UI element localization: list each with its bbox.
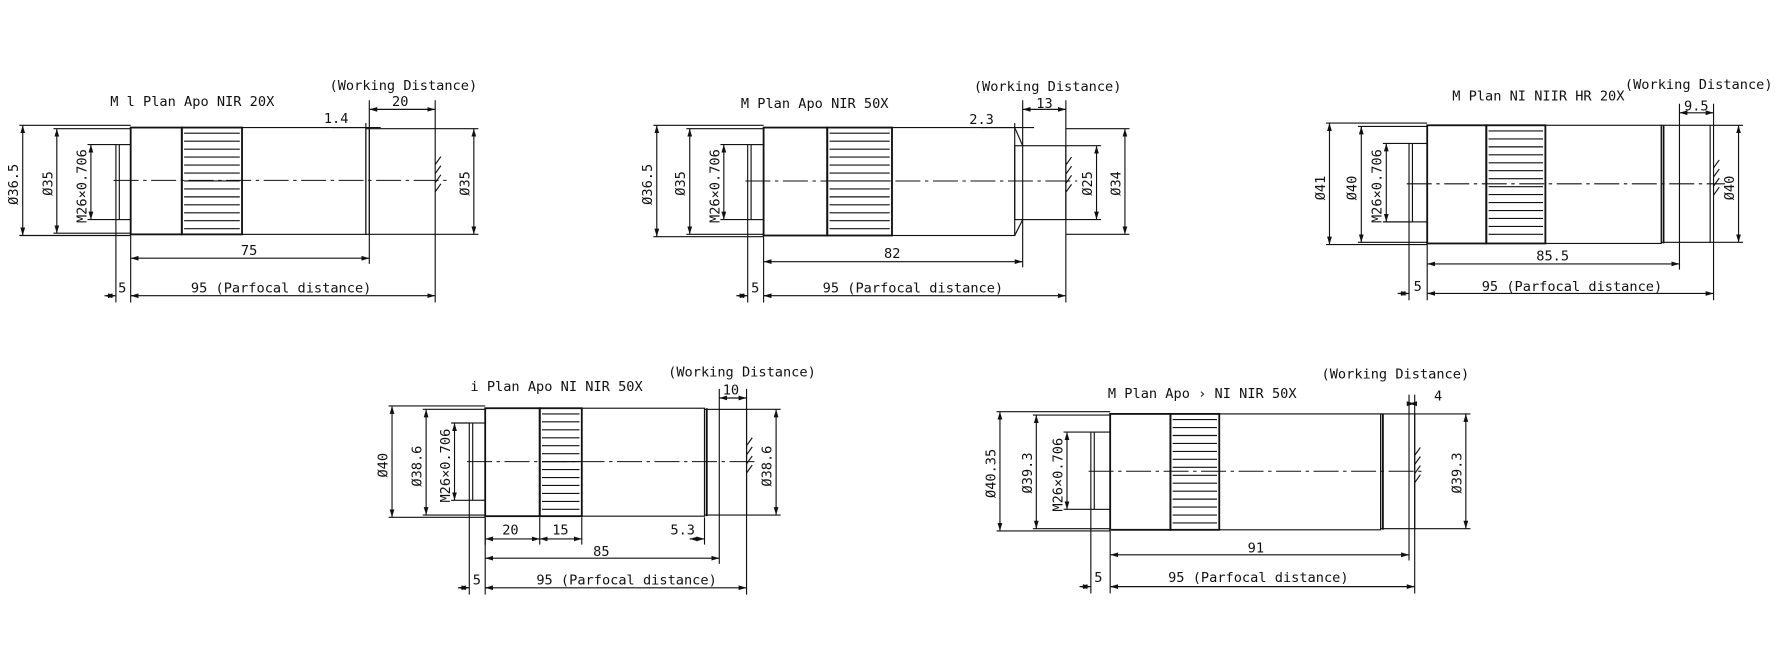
- working-distance-label: (Working Distance): [330, 78, 478, 94]
- length-dim: 85: [593, 544, 609, 560]
- gap-dim: 1.4: [324, 111, 349, 127]
- parfocal-dim: 95 (Parfocal distance): [1482, 279, 1662, 295]
- focal-plane-hatch: [1713, 177, 1720, 187]
- front-diameter: Ø39.3: [1449, 452, 1465, 493]
- flange-dim: 5: [1414, 279, 1422, 295]
- thread-body: [115, 144, 132, 221]
- gap-dim: 2.3: [969, 112, 994, 128]
- mount-diameter: Ø40: [1345, 176, 1361, 201]
- front-diameter: Ø40: [1722, 176, 1738, 201]
- working-distance-label: (Working Distance): [668, 364, 816, 380]
- segment-dim-1: 20: [502, 522, 518, 538]
- parfocal-dim: 95 (Parfocal distance): [191, 280, 371, 296]
- tip-diameter: Ø25: [1080, 171, 1096, 196]
- flange-dim: 5: [118, 280, 126, 296]
- tube-body: [891, 126, 1016, 237]
- mount-body: [1426, 124, 1488, 245]
- front-diameter: Ø35: [457, 171, 473, 196]
- knurl-ring: [1485, 124, 1547, 245]
- tube-body: [1544, 124, 1662, 245]
- outer-diameter: Ø40: [375, 453, 391, 478]
- mount-diameter: Ø35: [40, 171, 56, 196]
- drawing-title: M Plan Apo › NI NIR 50X: [1108, 386, 1297, 402]
- knurl-ring: [1169, 412, 1221, 531]
- thread-spec: M26×0.706: [1050, 438, 1066, 512]
- focal-plane-hatch: [1713, 168, 1720, 178]
- tube-body: [1218, 413, 1382, 531]
- focal-plane-hatch: [1414, 447, 1421, 456]
- focal-plane-hatch: [434, 156, 442, 165]
- thread-spec: M26×0.706: [438, 429, 454, 503]
- mount-diameter: Ø39.3: [1020, 452, 1036, 493]
- objective-drawing-1: M l Plan Apo NIR 20X (Working Distance) …: [6, 78, 477, 296]
- focal-plane-hatch: [746, 446, 753, 456]
- working-distance-label: (Working Distance): [1322, 367, 1470, 383]
- focal-plane-hatch: [1713, 186, 1720, 196]
- focal-plane-hatch: [434, 174, 442, 183]
- focal-plane-hatch: [1065, 174, 1072, 184]
- working-distance-dim: 4: [1434, 388, 1442, 404]
- objective-drawing-5: M Plan Apo › NI NIR 50X (Working Distanc…: [983, 367, 1469, 586]
- flange-dim: 5: [473, 572, 481, 588]
- flange-dim: 5: [1094, 570, 1102, 586]
- focal-plane-hatch: [746, 464, 753, 474]
- objective-drawing-3: M Plan NI NIIR HR 20X (Working Distance)…: [1313, 77, 1773, 295]
- tube-body: [241, 126, 367, 235]
- objective-drawing-2: M Plan Apo NIR 50X (Working Distance) Ø3…: [640, 79, 1124, 296]
- front-diameter: Ø38.6: [760, 446, 776, 487]
- focal-plane-hatch: [1414, 465, 1421, 474]
- drawing-title: M Plan Apo NIR 50X: [741, 96, 889, 112]
- focal-plane-hatch: [746, 437, 753, 447]
- parfocal-dim: 95 (Parfocal distance): [1168, 570, 1348, 586]
- drawing-title: i Plan Apo NI NIR 50X: [470, 379, 643, 395]
- front-diameter: Ø34: [1108, 171, 1124, 196]
- focal-plane-hatch: [1414, 474, 1421, 483]
- drawing-title: M l Plan Apo NIR 20X: [110, 94, 275, 110]
- mount-body: [484, 407, 541, 518]
- outer-diameter: Ø40.35: [983, 449, 999, 498]
- parfocal-dim: 95 (Parfocal distance): [536, 572, 716, 588]
- mount-diameter: Ø38.6: [410, 446, 426, 487]
- mount-body: [1109, 412, 1172, 531]
- working-distance-dim: 13: [1036, 96, 1052, 112]
- length-dim: 85.5: [1536, 249, 1569, 265]
- outer-diameter: Ø36.5: [6, 164, 22, 205]
- focal-plane-hatch: [1065, 165, 1072, 175]
- tube-body: [581, 407, 706, 517]
- front-lens: [703, 408, 748, 516]
- thread-spec: M26×0.706: [707, 149, 723, 223]
- length-dim: 82: [884, 246, 900, 262]
- working-distance-dim: 10: [723, 383, 739, 399]
- length-dim: 75: [241, 243, 257, 259]
- focal-plane-hatch: [1065, 184, 1072, 193]
- thread-spec: M26×0.706: [1370, 149, 1386, 223]
- outer-diameter: Ø36.5: [640, 164, 656, 205]
- segment-dim-3: 5.3: [670, 522, 695, 538]
- working-distance-label: (Working Distance): [1625, 77, 1773, 93]
- working-distance-dim: 20: [392, 94, 408, 110]
- drawing-line: [1014, 127, 1024, 146]
- flange-dim: 5: [751, 280, 759, 296]
- focal-plane-hatch: [746, 455, 753, 465]
- focal-plane-hatch: [434, 165, 442, 174]
- thread-body: [1408, 142, 1428, 223]
- working-distance-dim: 9.5: [1684, 99, 1709, 115]
- thread-body: [747, 144, 765, 221]
- focal-plane-hatch: [434, 183, 442, 193]
- mount-body: [129, 126, 183, 236]
- drawing-title: M Plan NI NIIR HR 20X: [1452, 88, 1625, 104]
- drawing-line: [1014, 219, 1024, 236]
- outer-diameter: Ø41: [1313, 176, 1329, 201]
- segment-dim-2: 15: [552, 522, 568, 538]
- objective-drawing-4: i Plan Apo NI NIR 50X (Working Distance)…: [375, 364, 815, 588]
- focal-plane-hatch: [1414, 456, 1421, 465]
- length-dim: 91: [1248, 541, 1264, 557]
- focal-plane-hatch: [1713, 159, 1720, 169]
- mount-body: [762, 126, 829, 237]
- parfocal-dim: 95 (Parfocal distance): [823, 280, 1003, 296]
- thread-spec: M26×0.706: [74, 149, 90, 223]
- mount-diameter: Ø35: [673, 171, 689, 196]
- working-distance-label: (Working Distance): [974, 79, 1122, 95]
- focal-plane-hatch: [1065, 156, 1072, 166]
